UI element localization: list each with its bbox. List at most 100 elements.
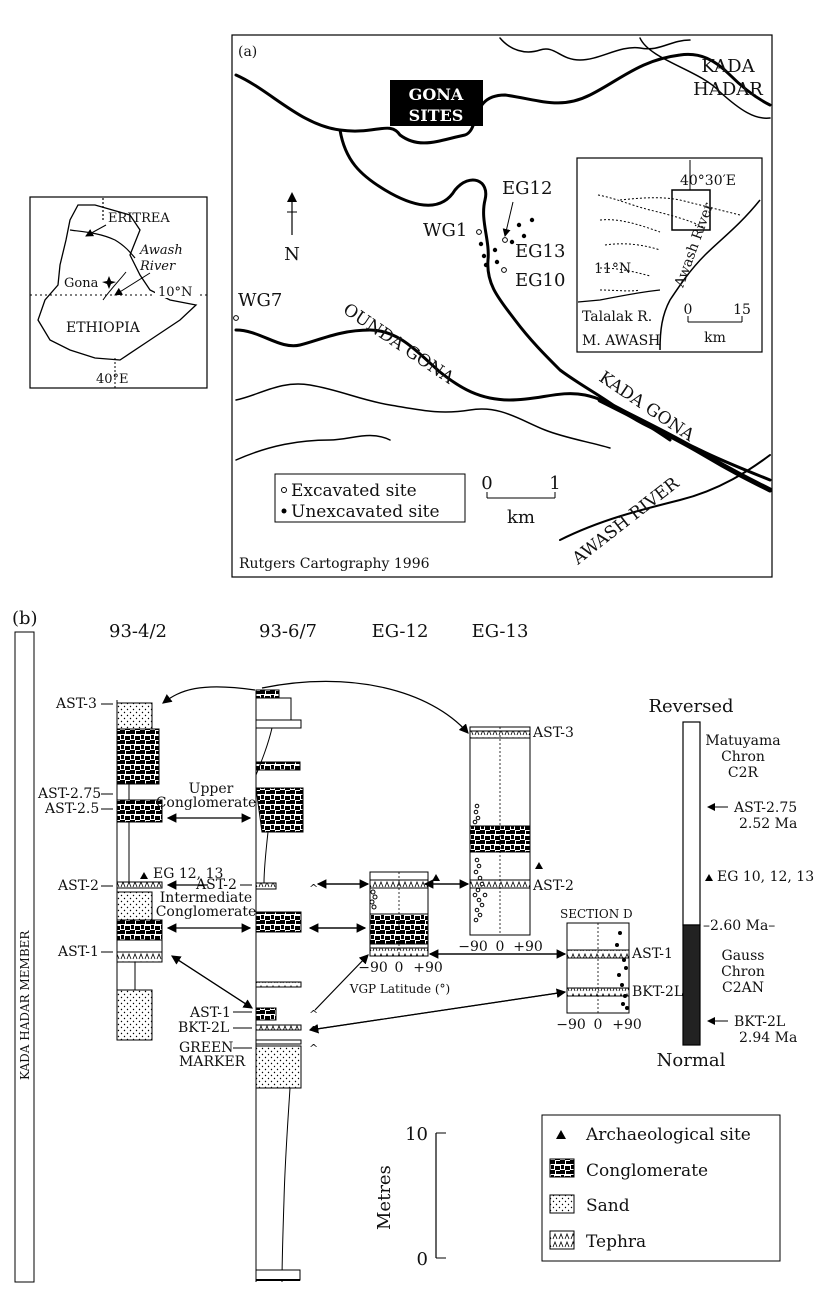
site-label-wg7: WG7 [238, 290, 282, 311]
vgp-point-normal [623, 994, 627, 998]
eritrea-pointer [85, 224, 107, 237]
inset-awash-river [659, 199, 761, 351]
tephra-caret: ^ [309, 1008, 318, 1021]
north-arrow: N [284, 192, 300, 265]
tephra-caret: ^ [309, 1042, 318, 1055]
vgp-point-reversed [479, 902, 485, 908]
marker-label-bkt2l: BKT-2L [178, 1020, 229, 1036]
eritrea-border [69, 229, 136, 259]
layer-tephra [116, 881, 163, 889]
layer-conglomerate [255, 689, 280, 699]
layer-conglomerate [116, 919, 163, 941]
eritrea-label: ERITREA [108, 211, 170, 226]
site-markers [233, 217, 535, 321]
intermediate-conglomerate-label-1: Intermediate [160, 890, 252, 906]
legend-sand-label: Sand [586, 1196, 630, 1216]
vgp-point-normal [625, 1006, 629, 1010]
legend-conglomerate-label: Conglomerate [586, 1161, 708, 1181]
marker-label-marker: MARKER [179, 1054, 246, 1070]
correlation-arrows [162, 680, 567, 1034]
vgp-point-reversed [473, 917, 479, 923]
vgp-point-reversed [369, 899, 375, 905]
awash-pointer [114, 272, 151, 296]
panel-a-frame [231, 34, 773, 578]
section-d-label: SECTION D [560, 907, 633, 921]
map-scale-unit: km [507, 507, 535, 528]
metres-scale: 10 0 Metres [374, 1124, 446, 1270]
metres-scale-bottom: 0 [417, 1249, 428, 1270]
column-section-d: SECTION D AST-1 BKT-2L −90 0 +90 [556, 907, 683, 1033]
unexcavated-site [478, 241, 484, 247]
vgp-tick: 0 [594, 1017, 603, 1033]
vgp-point-reversed [473, 869, 479, 875]
lat-label: 10°N [158, 285, 192, 300]
ast275-age-label: 2.52 Ma [739, 816, 797, 832]
panel-b: (b) KADA HADAR MEMBER 93-4/2 93-6/7 EG-1… [12, 608, 814, 1283]
metres-scale-top: 10 [405, 1124, 428, 1145]
layer-conglomerate [255, 911, 302, 933]
column-eg-13: −90 0 +90 AST-3 AST-2 [458, 725, 574, 955]
layer-silt-outline [281, 1087, 291, 1283]
legend-unexcavated-label: Unexcavated site [291, 502, 440, 522]
layer-sand [116, 702, 153, 730]
lon-label: 40°E [96, 372, 129, 387]
marker-label-eg1213: EG 12, 13 [153, 866, 223, 882]
vgp-point-reversed [482, 892, 488, 898]
legend-archaeological-label: Archaeological site [585, 1125, 751, 1145]
layer-tephra [255, 1024, 302, 1031]
polarity-bar-normal [682, 924, 701, 1046]
inset-scale-max: 15 [733, 302, 751, 318]
site-label-eg13: EG13 [515, 241, 565, 262]
legend-archaeological-icon [556, 1130, 566, 1139]
polarity-normal-label: Normal [657, 1050, 726, 1071]
site-label-eg10: EG10 [515, 270, 565, 291]
vgp-point-reversed [474, 857, 480, 863]
marker-label-ast1: AST-1 [57, 944, 99, 960]
unexcavated-site [492, 247, 498, 253]
vgp-point-reversed [476, 863, 482, 869]
river-network [234, 37, 773, 541]
vgp-point-normal [624, 966, 628, 970]
vgp-point-reversed [477, 875, 483, 881]
layer-tephra [255, 882, 277, 890]
legend-conglomerate-icon [549, 1158, 575, 1178]
site-label-eg12: EG12 [502, 178, 552, 199]
unexcavated-site [509, 239, 515, 245]
excavated-site-eg10 [501, 267, 507, 273]
tephra-caret: ^ [309, 882, 318, 895]
upper-conglomerate-label-2: Conglomerate [156, 795, 257, 811]
marker-label-ast1: AST-1 [189, 1005, 231, 1021]
layer-silt [116, 939, 163, 953]
gauss-label-3: C2AN [722, 980, 764, 996]
regional-inset-frame [576, 157, 763, 353]
matuyama-label-2: Chron [721, 749, 765, 765]
awash-river-inset [102, 271, 127, 301]
vgp-point-reversed [474, 803, 480, 809]
river-kada-hadar [234, 52, 772, 145]
vgp-point-reversed [472, 892, 478, 898]
layer-tephra [566, 949, 630, 959]
archaeological-site-icon [535, 862, 543, 869]
column-heading: EG-12 [372, 621, 429, 642]
layer-tephra [255, 981, 302, 988]
inset-scale-min: 0 [684, 302, 693, 318]
gona-sites-box [390, 80, 483, 126]
legend-tephra-label: Tephra [586, 1232, 646, 1252]
excavated-site-wg1 [476, 229, 482, 235]
layer-tephra [116, 951, 163, 963]
vgp-tick: 0 [395, 960, 404, 976]
inset-river-dotted [599, 267, 651, 277]
vgp-point-reversed [472, 819, 478, 825]
vgp-point-reversed [371, 904, 377, 910]
upper-conglomerate-label-1: Upper [189, 781, 234, 797]
kada-hadar-label-2: HADAR [693, 79, 763, 100]
unexcavated-site [529, 217, 535, 223]
bkt-age-label: 2.94 Ma [739, 1030, 797, 1046]
polarity-timescale: Reversed Normal Matuyama Chron C2R AST-2… [648, 696, 814, 1071]
layer-conglomerate [255, 761, 301, 771]
layer-silt [116, 783, 130, 801]
vgp-point-reversed [475, 815, 481, 821]
strat-legend: Archaeological site Conglomerate Sand Te… [541, 1114, 781, 1262]
river-label: River [139, 259, 176, 274]
excavated-site-eg12 [502, 237, 508, 243]
